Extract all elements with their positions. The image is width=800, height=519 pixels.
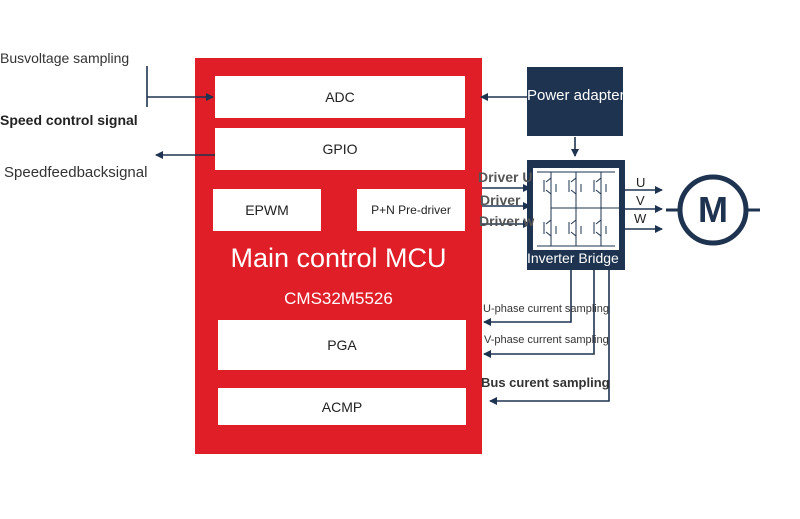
- pga-block: PGA: [218, 320, 466, 370]
- mcu-model: CMS32M5526: [284, 289, 393, 308]
- bus-voltage-label: Busvoltage sampling: [0, 50, 130, 66]
- epwm-block: EPWM: [213, 189, 321, 231]
- acmp-block: ACMP: [218, 388, 466, 425]
- driver-w-label: Driver w: [479, 213, 535, 229]
- speed-control-label: Speed control signal: [0, 112, 138, 128]
- inverter-bridge-label: Inverter Bridge: [527, 250, 619, 266]
- predriver-block: P+N Pre-driver: [357, 189, 465, 231]
- driver-v-label: Driver: [480, 192, 521, 208]
- bus-sampling-line: [489, 270, 610, 405]
- mcu-title: Main control MCU: [230, 243, 447, 273]
- phase-v-label: V: [636, 193, 645, 208]
- v-phase-sampling-line: [483, 270, 595, 358]
- motor-symbol: M: [698, 189, 728, 230]
- inverter-switches: [537, 171, 619, 247]
- gpio-block: GPIO: [215, 128, 465, 170]
- power-adapter-label: Power adapter: [527, 87, 625, 104]
- u-phase-sampling-line: [483, 270, 572, 326]
- speed-feedback-label: Speedfeedbacksignal: [4, 164, 148, 181]
- v-phase-sampling-label: V-phase current sampling: [484, 334, 609, 346]
- phase-w-label: W: [634, 211, 647, 226]
- driver-u-label: Driver U: [478, 169, 533, 185]
- power-adapter-box: [527, 67, 623, 136]
- adc-block: ADC: [215, 76, 465, 118]
- phase-u-label: U: [636, 175, 646, 190]
- bus-sampling-label: Bus curent sampling: [481, 375, 610, 390]
- u-phase-sampling-label: U-phase current sampling: [483, 303, 609, 315]
